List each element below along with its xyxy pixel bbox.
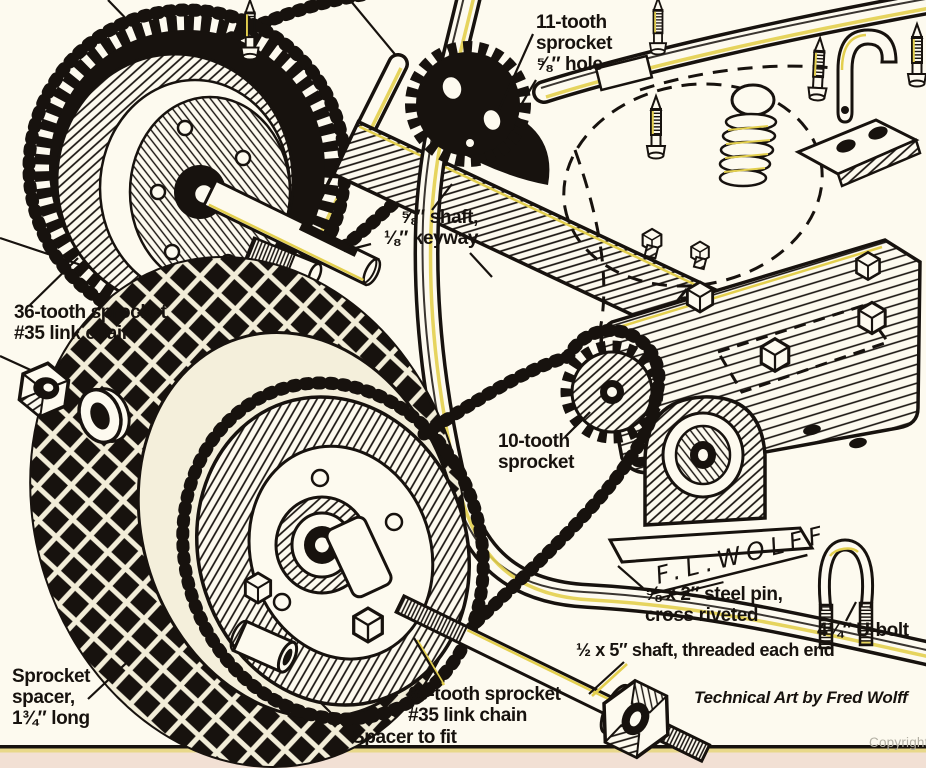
rear-wheel xyxy=(29,256,490,768)
label-line: 60-tooth sprocket xyxy=(408,684,561,705)
label-line: spacer, xyxy=(12,687,75,708)
frame-top-tube xyxy=(532,0,926,104)
pillow-block-bearing xyxy=(607,395,815,564)
label-line: sprocket xyxy=(498,452,575,473)
sprocket-spacer-cylinder xyxy=(229,619,299,674)
label-sprocket-spacer: Sprocket spacer, 1¾″ long xyxy=(12,666,91,729)
label-spacer-to-fit: Spacer to fit xyxy=(352,727,457,748)
angle-bracket-top xyxy=(794,118,922,188)
label-line: 11-tooth xyxy=(536,12,607,33)
table-edge-band xyxy=(0,745,926,768)
credit-technical-art: Technical Art by Fred Wolff xyxy=(694,688,908,707)
finned-cylinder xyxy=(718,83,778,188)
label-60-tooth-sprocket: 60-tooth sprocket #35 link chain xyxy=(408,684,561,726)
label-10-tooth-sprocket: 10-tooth sprocket xyxy=(498,431,574,473)
axle-hex-nut xyxy=(602,678,670,760)
label-line: 4¼″ U-bolt xyxy=(817,620,909,641)
hub-details xyxy=(243,468,404,644)
label-line: ½ x 5″ shaft, threaded each end xyxy=(576,640,835,660)
label-u-bolt: 4¼″ U-bolt xyxy=(817,620,909,641)
axle-shaft xyxy=(394,593,712,764)
label-line: Spacer to fit xyxy=(352,727,457,748)
label-shaft-keyway: ⅝″ shaft, ⅛″ keyway xyxy=(364,207,479,249)
label-line: ⅛″ keyway xyxy=(383,228,479,249)
label-line: ⅝″ shaft, xyxy=(400,207,479,228)
label-line: 1¾″ long xyxy=(12,708,90,729)
carriage-bolts xyxy=(641,227,710,271)
j-hook xyxy=(836,28,898,124)
leader-lines xyxy=(29,33,857,732)
keyed-shaft xyxy=(201,178,382,287)
axle-nut-and-washer xyxy=(17,361,131,445)
label-line: ⅝″ hole xyxy=(536,54,603,75)
label-line: cross riveted xyxy=(645,605,759,626)
label-half-inch-shaft: ½ x 5″ shaft, threaded each end xyxy=(576,640,835,661)
sprocket-11-tooth xyxy=(405,41,550,185)
copyright-text: Copyrighte xyxy=(869,735,926,750)
label-line: sprocket xyxy=(536,33,613,54)
label-line: 36-tooth sprocket xyxy=(14,302,167,323)
label-36-tooth-sprocket: 36-tooth sprocket #35 link chain xyxy=(14,302,167,344)
label-line: Sprocket xyxy=(12,666,91,687)
label-steel-pin: ⅝ x 2″ steel pin, cross riveted xyxy=(645,584,783,626)
label-line: ⅝ x 2″ steel pin, xyxy=(645,584,783,605)
u-bolt xyxy=(817,538,875,650)
label-line: #35 link chain xyxy=(408,705,528,726)
label-11-tooth-sprocket: 11-tooth sprocket ⅝″ hole xyxy=(536,12,612,75)
label-line: 10-tooth xyxy=(498,431,570,452)
label-line: #35 link chain xyxy=(14,323,134,344)
drive-chain-lower xyxy=(417,324,666,635)
